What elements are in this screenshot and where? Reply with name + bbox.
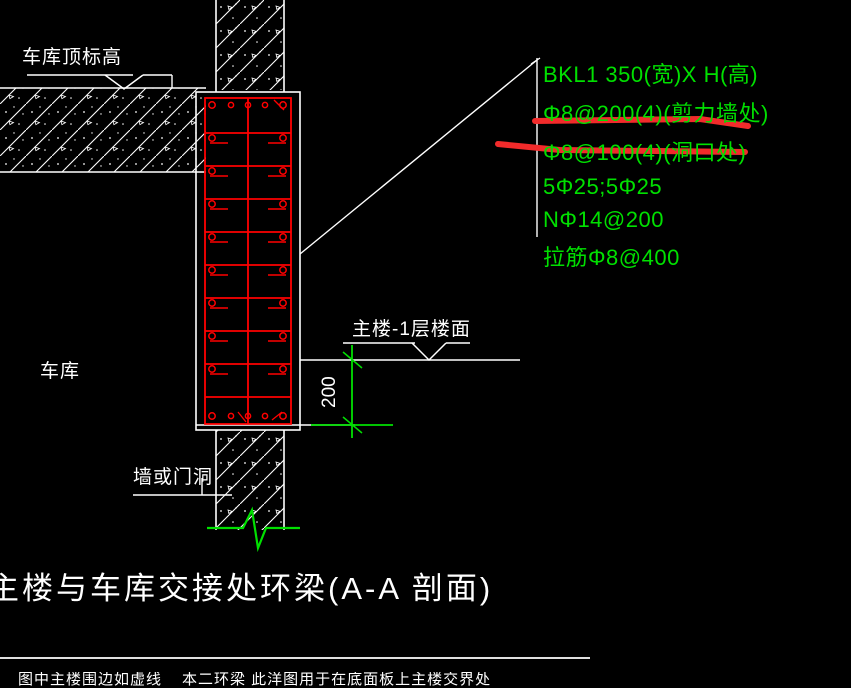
beam-spec-line-5: 拉筋Φ8@400 bbox=[543, 245, 680, 270]
beam-spec-line-2: Φ8@100(4)(洞口处) bbox=[543, 140, 747, 165]
rebar-cage bbox=[204, 97, 292, 425]
ring-beam-outline bbox=[195, 91, 301, 431]
garage-slab-section bbox=[0, 87, 206, 173]
upper-wall-section bbox=[215, 0, 285, 92]
red-markup-strokes bbox=[495, 115, 751, 155]
beam-spec-line-3: 5Φ25;5Φ25 bbox=[543, 174, 663, 199]
beam-spec-block: BKL1 350(宽)X H(高) Φ8@200(4)(剪力墙处) Φ8@100… bbox=[543, 57, 769, 279]
garage-level-symbol bbox=[27, 74, 173, 90]
beam-spec-line-0: BKL1 350(宽)X H(高) bbox=[543, 62, 759, 87]
green-break-line bbox=[207, 506, 300, 553]
beam-spec-line-4: NΦ14@200 bbox=[543, 207, 664, 232]
wall-opening-leader bbox=[133, 478, 232, 496]
dimension-200-marks bbox=[311, 345, 393, 438]
beam-spec-line-1: Φ8@200(4)(剪力墙处) bbox=[543, 101, 769, 126]
main-floor-level-symbol bbox=[343, 342, 470, 362]
spec-leader-line bbox=[299, 57, 541, 255]
main-building-floor-lines bbox=[196, 359, 520, 426]
